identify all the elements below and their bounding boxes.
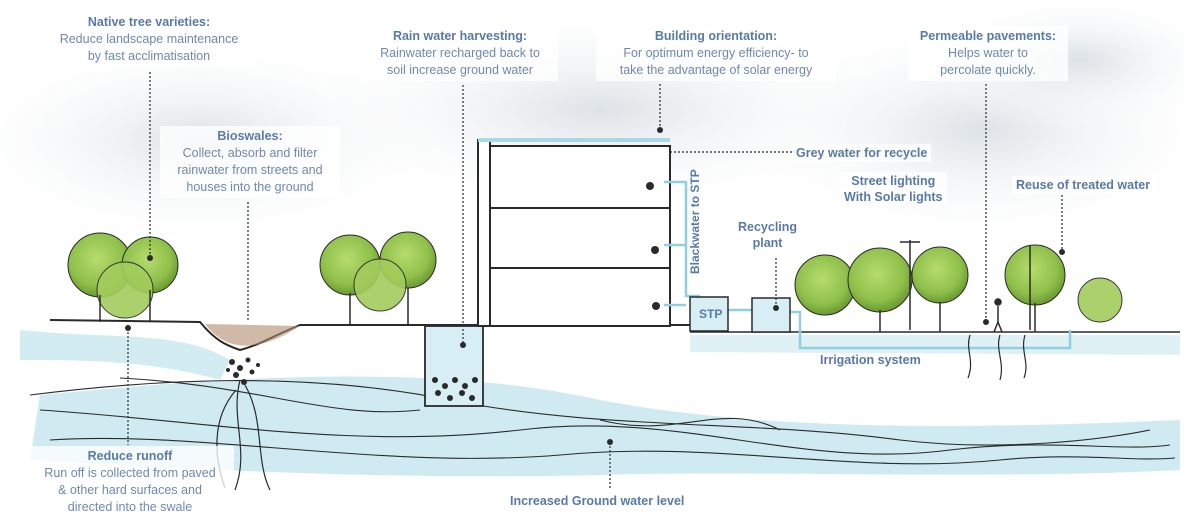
trees: [67, 231, 1123, 323]
label-line: Helps water to: [948, 46, 1028, 60]
label-title: Permeable pavements:: [919, 29, 1057, 43]
ground-surface: [49, 319, 1180, 352]
label-line: Rainwater recharged back to: [380, 46, 540, 60]
label-stp: STP: [699, 307, 723, 321]
recycling-plant-box: [751, 297, 791, 333]
label-ground-water: Increased Ground water level: [510, 494, 685, 508]
label-irrigation: Irrigation system: [820, 353, 921, 367]
rainwater-pit: [424, 325, 484, 407]
pedestrian-icon: [993, 298, 1003, 333]
blackwater-pipe: [664, 180, 1072, 350]
label-reuse-water: Reuse of treated water: [1012, 176, 1155, 194]
label-line: Collect, absorb and filter: [182, 146, 318, 160]
label-line: soil increase ground water: [387, 63, 533, 77]
label-title: Reduce runoff: [87, 449, 173, 463]
label-building-orientation: Building orientation: For optimum energy…: [596, 26, 836, 81]
solar-street-lights: [900, 240, 1031, 330]
label-line: rainwater from streets and: [177, 163, 323, 177]
label-line: Reduce landscape maintenance: [59, 32, 239, 46]
label-recycling-plant: Recycling plant: [734, 218, 802, 252]
leader-lines: [127, 72, 1063, 490]
groundwater-flow-lines: [29, 377, 1176, 465]
label-line: For optimum energy efficiency- to: [623, 46, 809, 60]
label-native-trees: Native tree varieties: Reduce landscape …: [44, 12, 254, 67]
label-line: percolate quickly.: [940, 63, 1036, 77]
leader-dots: [125, 127, 1065, 445]
label-rain-harvest: Rain water harvesting: Rainwater recharg…: [362, 26, 558, 81]
label-line: houses into the ground: [186, 180, 314, 194]
label-line: Street lighting: [851, 174, 936, 188]
label-title: Building orientation:: [654, 29, 778, 43]
tree-trunks: [99, 288, 1036, 332]
label-blackwater: Blackwater to STP: [688, 169, 702, 274]
label-line: directed into the swale: [67, 500, 193, 514]
label-line: Recycling: [738, 220, 798, 234]
label-reduce-runoff: Reduce runoff Run off is collected from …: [26, 446, 234, 518]
stp-box: [689, 296, 729, 332]
bioswale-pebbles: [226, 357, 260, 385]
label-line: plant: [752, 236, 783, 250]
building: [477, 138, 671, 327]
label-title: Native tree varieties:: [87, 15, 211, 29]
label-line: Run off is collected from paved: [44, 466, 216, 480]
fixtures: [646, 182, 660, 310]
label-line: take the advantage of solar energy: [619, 63, 813, 77]
label-bioswales: Bioswales: Collect, absorb and filter ra…: [160, 126, 340, 198]
label-line: by fast acclimatisation: [87, 49, 211, 63]
label-line: & other hard surfaces and: [58, 483, 202, 497]
label-title: Rain water harvesting:: [392, 29, 528, 43]
label-street-lighting: Street lighting With Solar lights: [840, 172, 947, 206]
label-title: Bioswales:: [217, 129, 283, 143]
label-grey-water: Grey water for recycle: [792, 144, 932, 162]
percolation-lines: [967, 334, 1027, 381]
label-permeable-pavements: Permeable pavements: Helps water to perc…: [908, 26, 1068, 81]
label-line: With Solar lights: [844, 190, 943, 204]
